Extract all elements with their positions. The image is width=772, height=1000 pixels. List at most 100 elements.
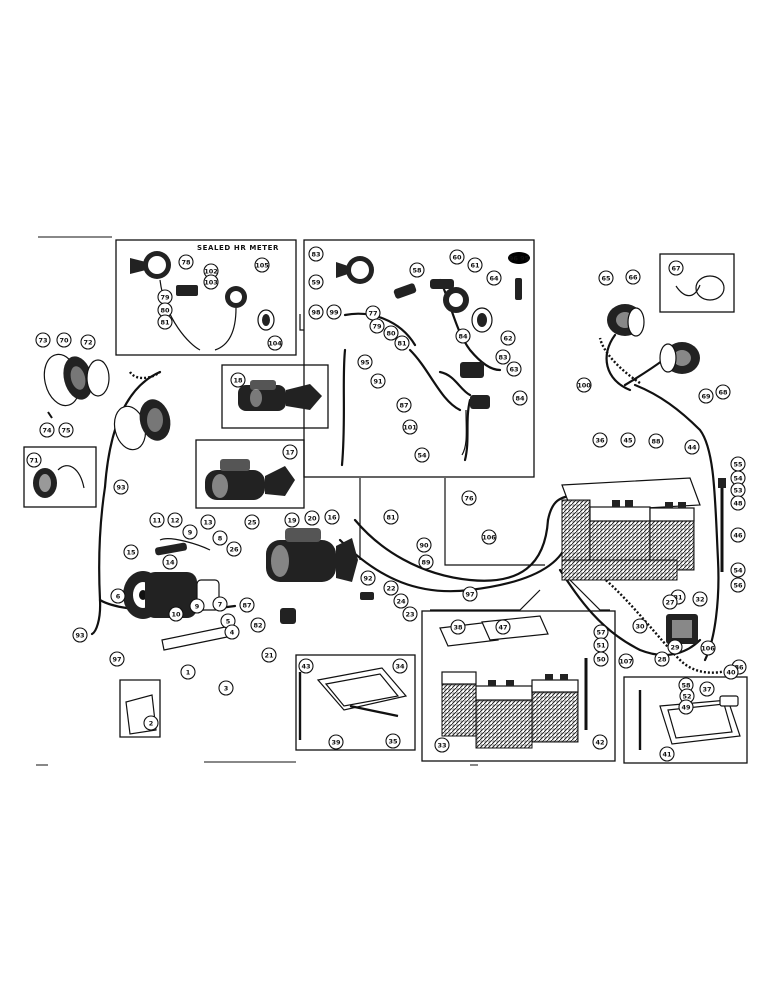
callout-38: 38 [450,619,466,635]
callout-label: 40 [726,669,736,677]
callout-label: 60 [452,254,462,262]
callout-label: 10 [171,611,181,619]
callout-label: 78 [181,259,191,267]
callout-105: 105 [254,257,270,273]
callout-label: 97 [465,591,474,599]
callout-label: 103 [204,279,218,287]
callout-84a: 84 [455,328,471,344]
callout-28: 28 [654,651,670,667]
callout-label: 36 [595,437,605,445]
callout-58b: 58 [678,677,694,693]
callout-label: 30 [635,623,645,631]
callout-label: 70 [59,337,69,345]
callout-label: 86 [734,664,744,672]
callout-92: 92 [360,570,376,586]
callout-79: 79 [157,289,173,305]
callout-56: 56 [730,577,746,593]
callout-label: 42 [595,739,604,747]
callout-18: 18 [230,372,246,388]
callout-47: 47 [495,619,511,635]
callout-1: 1 [180,664,196,680]
callout-75: 75 [58,422,74,438]
starter-inset-a-box [221,364,329,429]
callout-label: 69 [701,393,711,401]
callout-label: 106 [701,645,715,653]
callout-label: 52 [682,693,691,701]
headlight-lens-inset-box [23,446,97,508]
callout-77: 77 [365,305,381,321]
inset-title: SEALED HR METER [197,244,279,252]
callout-83: 83 [308,246,324,262]
callout-76: 76 [461,490,477,506]
callout-93b: 93 [72,627,88,643]
bracket-inset-box [119,679,161,738]
solenoid-relay [280,592,374,624]
callout-106a: 106 [481,529,497,545]
callout-label: 1 [186,669,191,677]
callout-label: 87 [242,602,251,610]
callout-9: 9 [182,524,198,540]
callout-label: 56 [733,582,743,590]
callout-45: 45 [620,432,636,448]
callout-87b: 87 [239,597,255,613]
callout-43: 43 [298,658,314,674]
callout-label: 48 [733,500,743,508]
headlight-lens-detail [33,465,85,498]
instrument-panel-box [303,239,535,478]
callout-25: 25 [244,514,260,530]
callout-66: 66 [625,269,641,285]
callout-54c: 54 [730,562,746,578]
callout-label: 16 [327,514,337,522]
callout-42: 42 [592,734,608,750]
callout-50: 50 [593,651,609,667]
callout-label: 102 [204,268,218,276]
rear-lamp-lower [659,342,700,374]
callout-label: 68 [718,389,728,397]
callout-label: 38 [453,624,463,632]
callout-3: 3 [218,680,234,696]
callout-label: 59 [311,279,321,287]
callout-label: 21 [264,652,274,660]
callout-label: 81 [397,340,407,348]
callout-29: 29 [667,639,683,655]
callout-49: 49 [678,699,694,715]
callout-48: 48 [730,495,746,511]
callout-label: 6 [116,593,121,601]
callout-label: 57 [596,629,605,637]
callout-label: 50 [596,656,606,664]
callout-80b: 80 [383,325,399,341]
callout-21: 21 [261,647,277,663]
callout-44: 44 [684,439,700,455]
callout-36: 36 [592,432,608,448]
callout-24: 24 [393,593,409,609]
callout-label: 29 [670,644,680,652]
callout-label: 74 [42,427,52,435]
callout-32: 32 [692,591,708,607]
callout-label: 47 [498,624,507,632]
callout-label: 9 [188,529,193,537]
callout-26: 26 [226,541,242,557]
callout-61: 61 [467,257,483,273]
callout-41: 41 [659,746,675,762]
callout-93a: 93 [113,479,129,495]
callout-73: 73 [35,332,51,348]
callout-label: 20 [307,515,317,523]
callout-17: 17 [282,444,298,460]
callout-label: 77 [368,310,377,318]
callout-15: 15 [123,544,139,560]
callout-label: 79 [160,294,170,302]
callout-label: 32 [695,596,704,604]
callout-62: 62 [500,330,516,346]
callout-label: 58 [681,682,691,690]
callout-14: 14 [162,554,178,570]
callout-label: 14 [165,559,175,567]
callout-label: 25 [247,519,257,527]
callout-95: 95 [357,354,373,370]
callout-label: 13 [203,519,212,527]
callout-label: 24 [396,598,406,606]
callout-65: 65 [598,270,614,286]
callout-label: 19 [287,517,297,525]
callout-33: 33 [434,737,450,753]
callout-label: 97 [112,656,121,664]
